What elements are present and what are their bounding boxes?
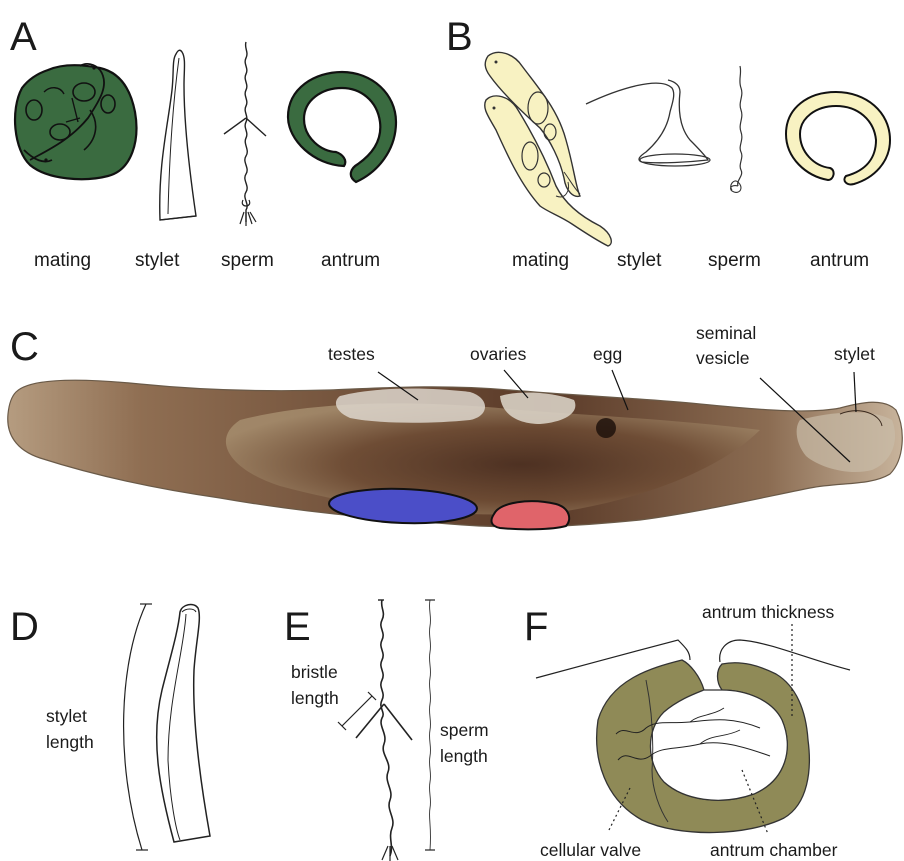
captions-b: mating stylet sperm antrum <box>512 250 869 271</box>
panel-letter-a: A <box>10 15 37 59</box>
sperm-illustration-e <box>356 600 412 861</box>
caption-mating-b: mating <box>512 250 569 271</box>
caption-antrum-a: antrum <box>321 250 380 271</box>
caption-stylet-b: stylet <box>617 250 662 271</box>
stylet-illustration-d <box>157 605 210 842</box>
panel-letter-d: D <box>10 605 39 649</box>
label-egg: egg <box>593 344 622 364</box>
label-ovaries: ovaries <box>470 344 527 364</box>
label-sperm-length: length <box>440 746 488 766</box>
stylet-illustration-b <box>586 80 710 166</box>
caption-mating-a: mating <box>34 250 91 271</box>
panel-a: A <box>10 15 396 271</box>
captions-a: mating stylet sperm antrum <box>34 250 380 271</box>
caption-sperm-a: sperm <box>221 250 274 271</box>
panel-f: F antrum thickness cellular valve antrum… <box>524 602 850 860</box>
ovaries-highlight <box>492 501 570 529</box>
egg-spot <box>596 418 616 438</box>
antrum-illustration-b <box>786 92 890 184</box>
label-bristle-length: length <box>291 688 339 708</box>
label-stylet-length-2: length <box>46 732 94 752</box>
label-vesicle: vesicle <box>696 348 750 368</box>
label-sperm: sperm <box>440 720 489 740</box>
label-stylet-length-1: stylet <box>46 706 87 726</box>
label-testes: testes <box>328 344 375 364</box>
label-cellular-valve: cellular valve <box>540 840 641 860</box>
label-stylet-c: stylet <box>834 344 875 364</box>
label-seminal: seminal <box>696 323 756 343</box>
panel-d: D stylet length <box>10 604 210 850</box>
caption-sperm-b: sperm <box>708 250 761 271</box>
caption-stylet-a: stylet <box>135 250 180 271</box>
label-antrum-chamber: antrum chamber <box>710 840 838 860</box>
mating-illustration-b <box>485 52 612 246</box>
sperm-illustration-a <box>224 42 266 226</box>
label-bristle: bristle <box>291 662 338 682</box>
antrum-illustration-a <box>288 72 396 182</box>
stylet-illustration-a <box>160 50 196 220</box>
panel-letter-b: B <box>446 15 473 59</box>
panel-c: C testes ovaries egg seminal vesicle sty… <box>8 323 902 529</box>
mating-illustration-a <box>15 64 136 179</box>
testes-region <box>336 389 485 423</box>
caption-antrum-b: antrum <box>810 250 869 271</box>
panel-letter-e: E <box>284 605 311 649</box>
sperm-illustration-b <box>731 66 742 192</box>
panel-b: B mating stylet spe <box>446 15 890 271</box>
label-antrum-thickness: antrum thickness <box>702 602 835 622</box>
panel-letter-f: F <box>524 605 548 649</box>
panel-letter-c: C <box>10 325 39 369</box>
panel-e: E bristle length sperm length <box>284 600 489 861</box>
